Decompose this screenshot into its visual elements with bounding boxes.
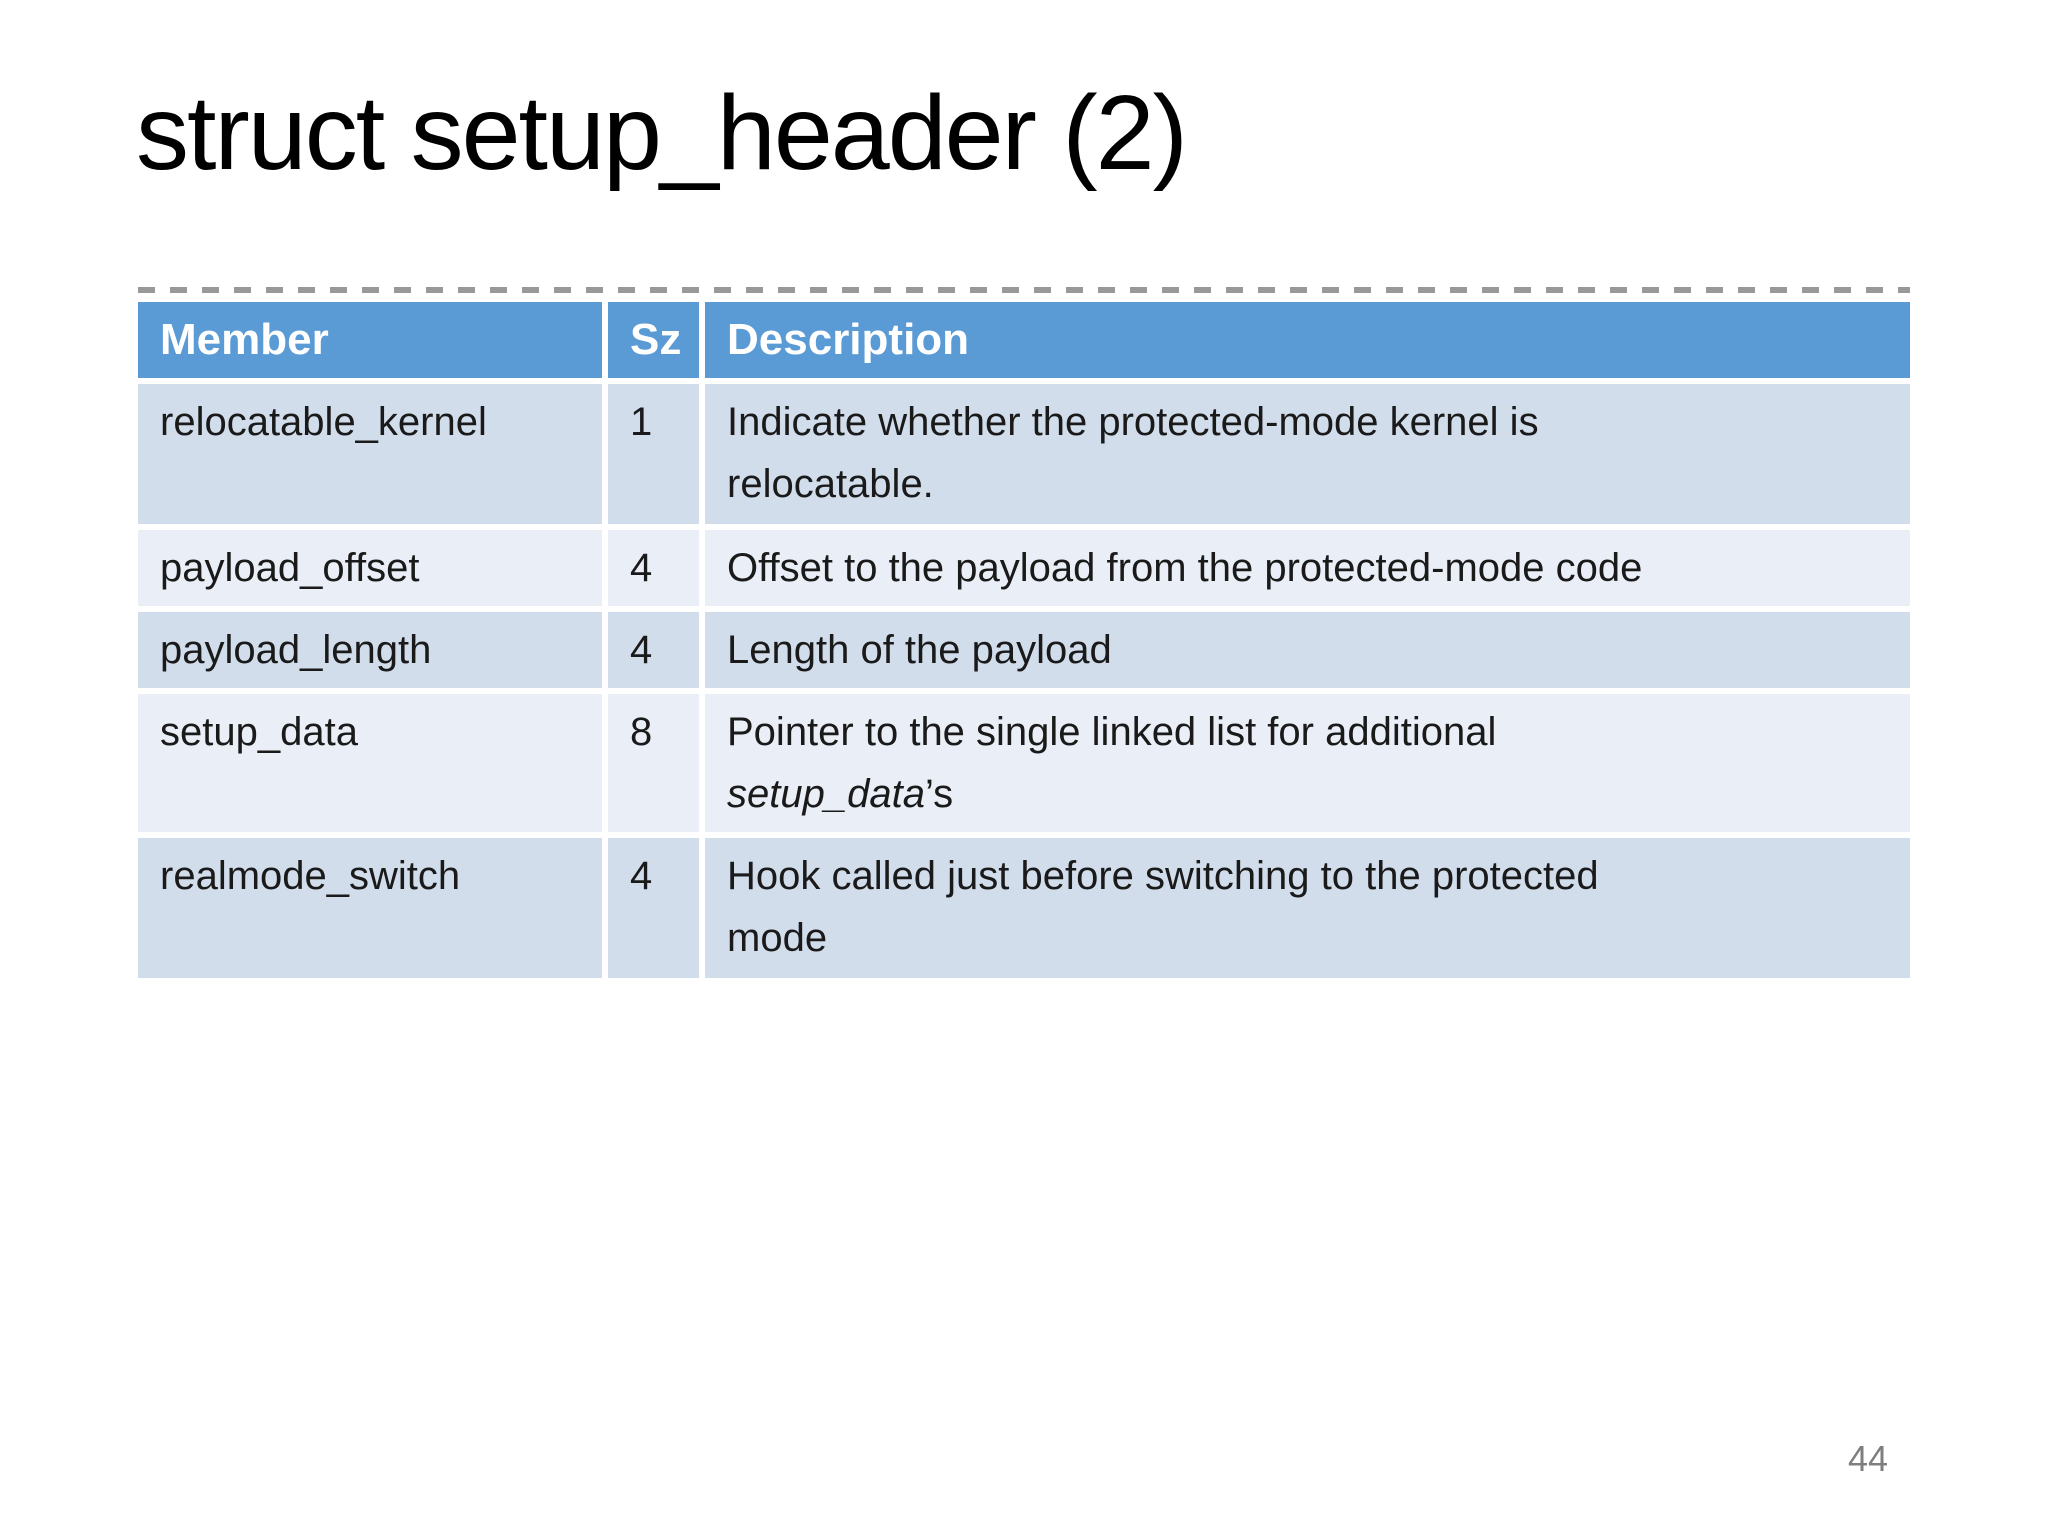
cell-size: 4 [608,530,699,606]
cell-member: payload_offset [138,530,602,606]
cell-description: Pointer to the single linked list for ad… [705,694,1910,832]
cell-member: realmode_switch [138,838,602,978]
divider-dashed-line [138,287,1910,293]
cell-description: Length of the payload [705,612,1910,688]
cell-size: 8 [608,694,699,832]
cell-member: setup_data [138,694,602,832]
column-header-sz: Sz [608,302,699,378]
cell-description: Offset to the payload from the protected… [705,530,1910,606]
cell-size: 1 [608,384,699,524]
cell-description: Hook called just before switching to the… [705,838,1910,978]
cell-size: 4 [608,612,699,688]
page-title: struct setup_header (2) [136,74,1188,192]
cell-description: Indicate whether the protected-mode kern… [705,384,1910,524]
cell-size: 4 [608,838,699,978]
cell-member: payload_length [138,612,602,688]
cell-member: relocatable_kernel [138,384,602,524]
column-header-description: Description [705,302,1910,378]
column-header-member: Member [138,302,602,378]
page-number: 44 [1848,1438,1889,1479]
